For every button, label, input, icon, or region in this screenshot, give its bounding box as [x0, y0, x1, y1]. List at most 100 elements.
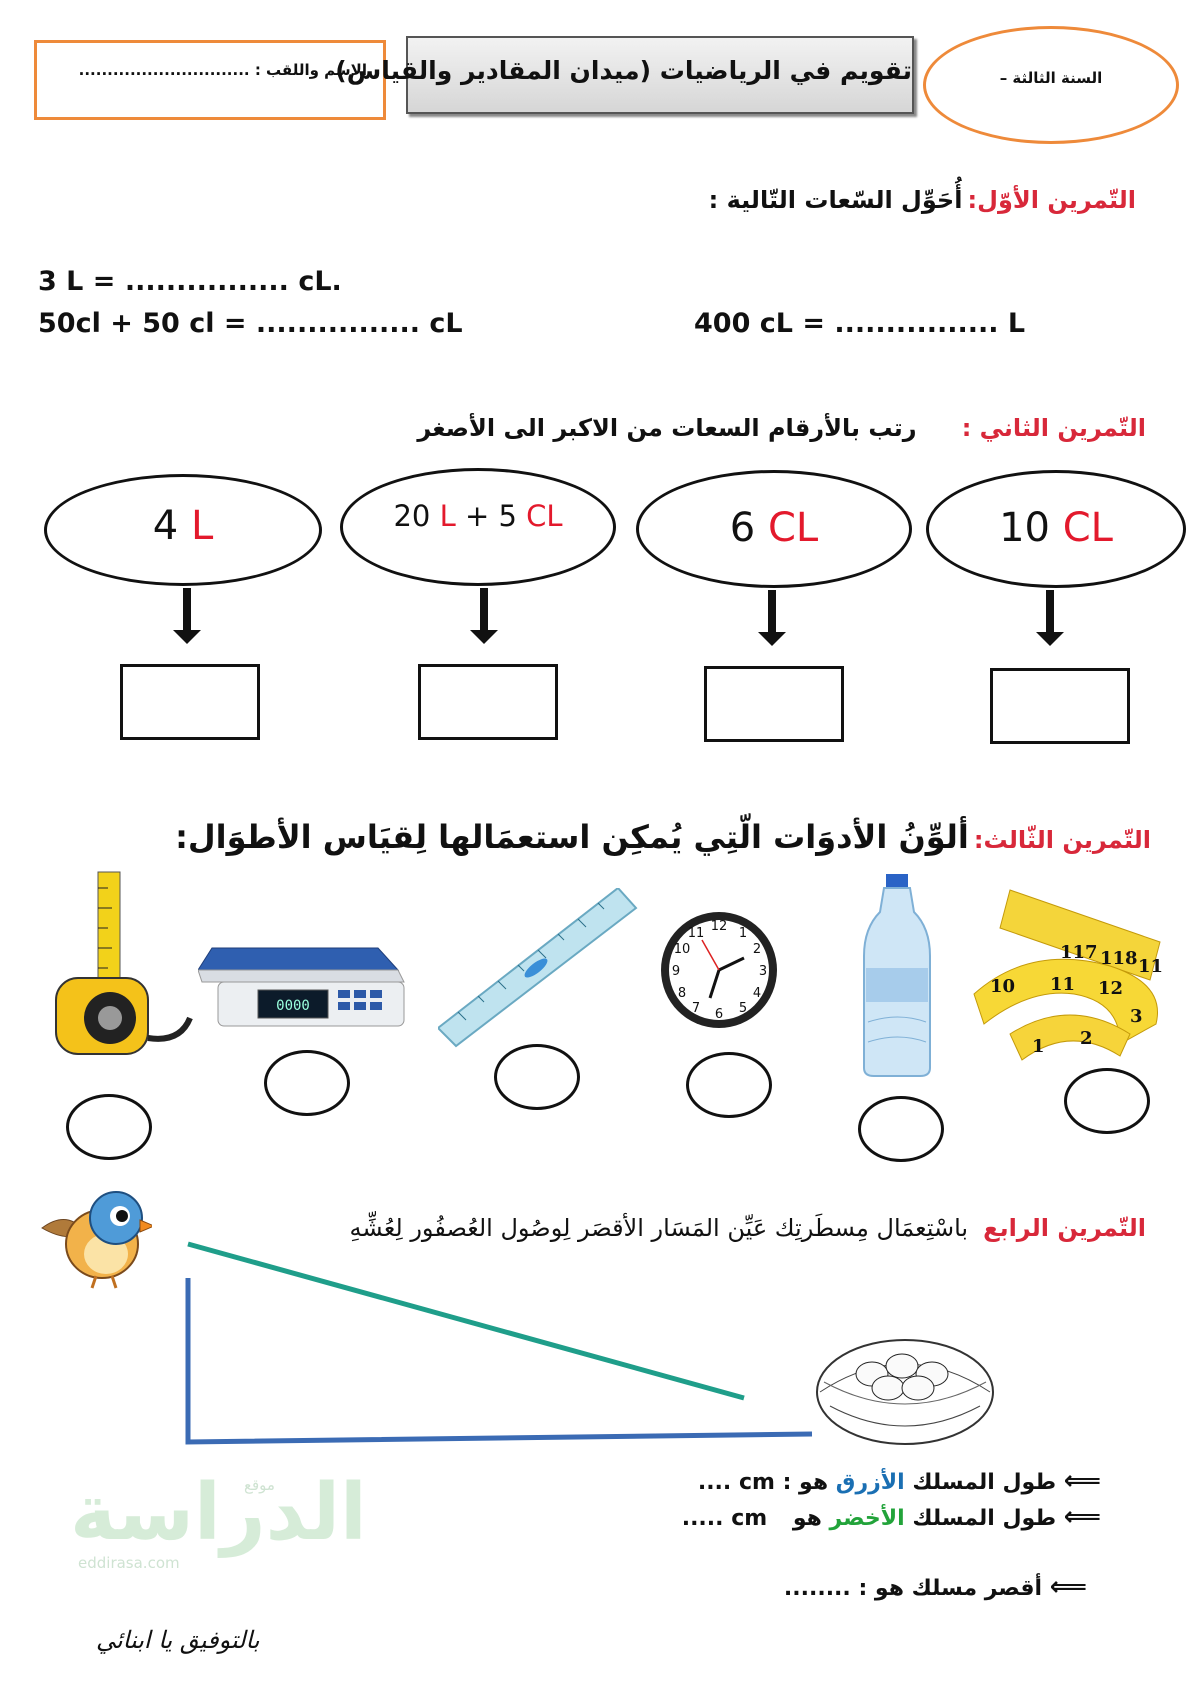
clock-number-9: 9 — [672, 964, 680, 979]
arrow-left-icon: ⟸ — [1049, 1572, 1087, 1602]
color-circle-scale[interactable] — [264, 1050, 350, 1116]
blue-path — [185, 1278, 813, 1445]
ruler-icon — [438, 888, 638, 1048]
rank-box-2[interactable] — [418, 664, 558, 740]
watermark-small: موقع — [244, 1476, 275, 1494]
page-title: تقويم في الرياضيات (ميدان المقادير والقي… — [335, 56, 912, 85]
ex4-instruction: باسْتِعمَال مِسطَرتِك عَيِّن المَسَار ال… — [349, 1214, 969, 1242]
arrow-head-icon — [173, 630, 201, 644]
arrow-head-icon — [1036, 632, 1064, 646]
capacity-2-value-b: 5 — [498, 499, 517, 533]
bird-icon — [41, 1191, 152, 1289]
clock-number-5: 5 — [739, 1001, 747, 1016]
capacity-oval-2: 20 L + 5 CL — [340, 468, 616, 586]
path-diagram — [185, 1241, 813, 1445]
ex1-line2: 50cl + 50 cl = ................ cL — [38, 308, 463, 339]
tape-number-12: 12 — [1098, 978, 1123, 999]
arrow-head-icon — [758, 632, 786, 646]
clock-number-1: 1 — [739, 926, 747, 941]
q3-line: ⟸ أقصر مسلك هو : ........ — [731, 1572, 1087, 1602]
ex4-heading: التّمرين الرابع باسْتِعمَال مِسطَرتِك عَ… — [350, 1214, 1146, 1242]
q1-suffix: هو : — [782, 1470, 829, 1495]
capacity-3-value: 6 — [729, 505, 756, 551]
capacity-1-value: 4 — [152, 503, 179, 549]
tape-measure-icon — [55, 871, 193, 1055]
capacity-3-unit: CL — [767, 505, 819, 551]
capacity-oval-3: 6 CL — [636, 470, 912, 588]
capacity-2-plus: + — [464, 499, 490, 533]
capacity-4-value: 10 — [999, 505, 1050, 551]
ex3-heading: التّمرين الثّالث: ألوِّنُ الأدوَات الّتِ… — [175, 818, 1151, 856]
arrow-left-icon: ⟸ — [1063, 1502, 1101, 1532]
arrow-down-icon — [1046, 590, 1054, 634]
name-label: الاسم واللقب : .........................… — [78, 61, 367, 79]
q1-unit: cm — [738, 1470, 775, 1495]
grade-oval: السنة الثالثة – — [923, 26, 1179, 144]
ex3-label: التّمرين الثّالث: — [973, 826, 1151, 854]
capacity-2-text: 20 L + 5 CL — [343, 499, 613, 533]
q2-line: ⟸ طول المسلك الأخضر هو cm ..... — [648, 1502, 1101, 1532]
capacity-oval-4: 10 CL — [926, 470, 1186, 588]
clock-number-12: 12 — [711, 919, 728, 934]
watermark: الدراسة — [70, 1468, 367, 1558]
q1-answer-blank[interactable]: .... — [697, 1470, 732, 1495]
ex1-line3: 400 cL = ................ L — [694, 308, 1026, 339]
tape-number-11b: 11 — [1138, 956, 1163, 977]
capacity-2-unit-b: CL — [526, 499, 563, 533]
capacity-1-unit: L — [190, 503, 214, 549]
tape-number-3: 3 — [1130, 1006, 1143, 1027]
q2-color-word: الأخضر — [829, 1506, 905, 1531]
ex3-instruction: ألوِّنُ الأدوَات الّتِي يُمكِن استعمَاله… — [175, 818, 969, 856]
rank-box-1[interactable] — [120, 664, 260, 740]
watermark-url: eddirasa.com — [78, 1554, 180, 1572]
clock-number-2: 2 — [753, 942, 761, 957]
q3-text: أقصر مسلك هو : — [858, 1576, 1043, 1601]
ex1-label: التّمرين الأوّل: — [967, 186, 1136, 214]
color-circle-clock[interactable] — [686, 1052, 772, 1118]
capacity-oval-1: 4 L — [44, 474, 322, 586]
clock-number-11: 11 — [688, 926, 705, 941]
scale-display: 0000 — [276, 998, 310, 1014]
clock-number-3: 3 — [759, 964, 767, 979]
rank-box-4[interactable] — [990, 668, 1130, 744]
clock-number-4: 4 — [753, 986, 761, 1001]
title-box: تقويم في الرياضيات (ميدان المقادير والقي… — [335, 36, 914, 114]
ex2-label: التّمرين الثاني : — [961, 414, 1146, 442]
name-field-box[interactable]: الاسم واللقب : .........................… — [34, 40, 386, 120]
rank-box-3[interactable] — [704, 666, 844, 742]
clock-icon: 12 1 2 3 4 5 6 7 8 9 10 11 — [661, 912, 777, 1028]
arrow-left-icon: ⟸ — [1063, 1466, 1101, 1496]
q1-line: ⟸ طول المسلك الأزرق هو : cm .... — [665, 1466, 1101, 1496]
arrow-head-icon — [470, 630, 498, 644]
arrow-down-icon — [768, 590, 776, 634]
capacity-4-unit: CL — [1062, 505, 1113, 551]
signature: بالتوفيق يا ابنائي — [96, 1626, 260, 1654]
q3-answer-blank[interactable]: ........ — [783, 1576, 851, 1601]
color-circle-bottle[interactable] — [858, 1096, 944, 1162]
clock-number-10: 10 — [674, 942, 691, 957]
q2-unit: cm — [731, 1506, 768, 1531]
nest-icon — [816, 1339, 994, 1445]
ex1-instruction: أُحَوِّل السّعات التّالية : — [708, 186, 963, 214]
tape-number-117: 117 — [1060, 942, 1098, 963]
green-path — [187, 1241, 745, 1401]
ex2-heading: التّمرين الثاني : رتب بالأرقام السعات من… — [417, 414, 1146, 442]
ex1-line1: 3 L = ................ cL. — [38, 266, 342, 297]
color-circle-ruler[interactable] — [494, 1044, 580, 1110]
clock-number-6: 6 — [715, 1007, 723, 1022]
ex2-instruction: رتب بالأرقام السعات من الاكبر الى الأصغر — [417, 414, 917, 442]
measuring-tape-icon: 10 11 12 3 2 1 117 118 11 — [973, 889, 1163, 1061]
color-circle-tape-measure[interactable] — [66, 1094, 152, 1160]
tape-number-2: 2 — [1080, 1028, 1093, 1049]
color-circle-measuring-tape[interactable] — [1064, 1068, 1150, 1134]
q2-prefix: طول المسلك — [912, 1506, 1057, 1531]
capacity-2-value-a: 20 — [393, 499, 431, 533]
q1-color-word: الأزرق — [835, 1470, 905, 1495]
watermark-text: الدراسة — [70, 1468, 367, 1558]
tape-number-10: 10 — [990, 976, 1015, 997]
q2-answer-blank[interactable]: ..... — [681, 1506, 724, 1531]
water-bottle-icon — [863, 874, 931, 1077]
tape-number-11: 11 — [1050, 974, 1075, 995]
tape-number-1: 1 — [1032, 1036, 1045, 1057]
ex4-label: التّمرين الرابع — [983, 1214, 1146, 1242]
